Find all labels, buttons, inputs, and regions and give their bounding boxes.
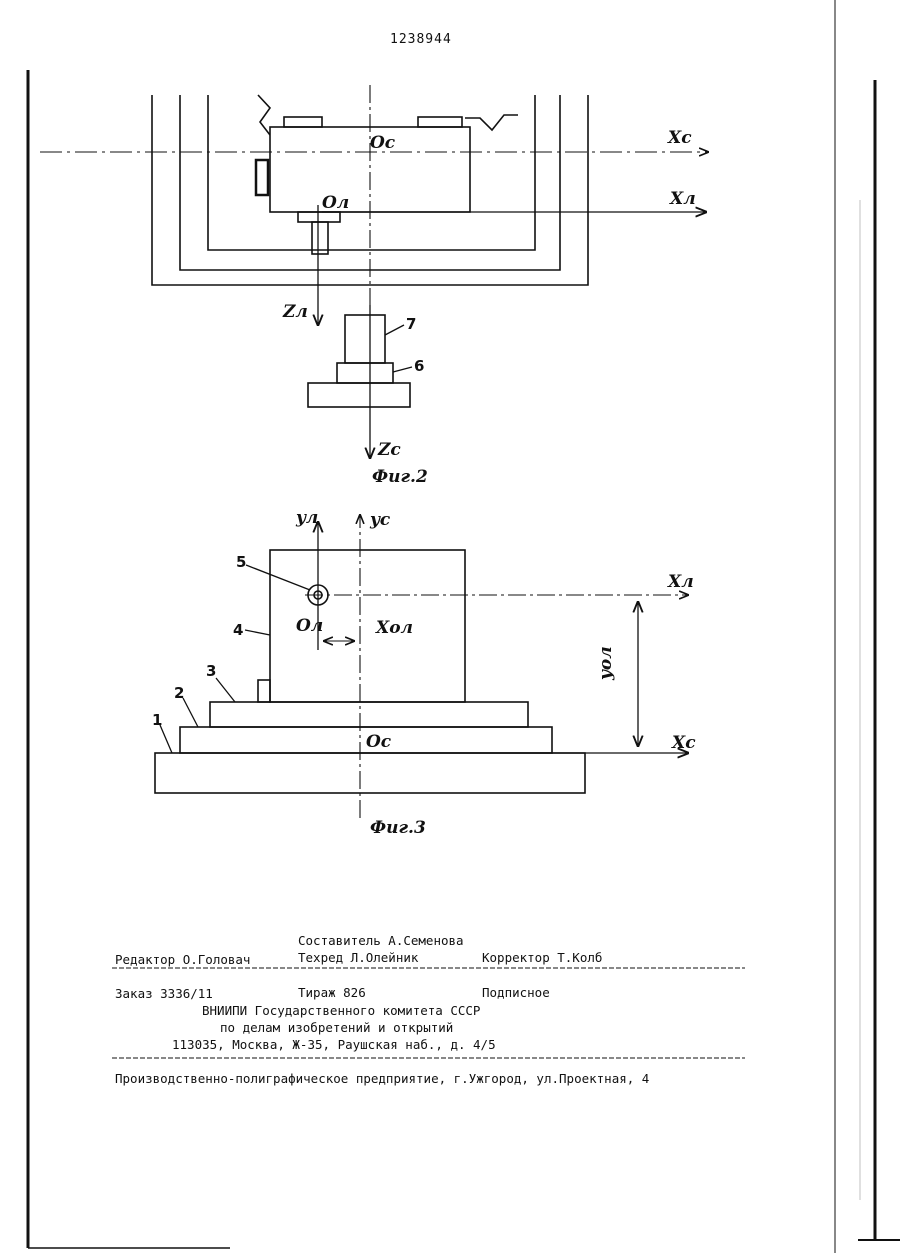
- fig3-callout-2: 2: [174, 684, 184, 702]
- imprint-compiler: Составитель А.Семенова: [298, 933, 464, 948]
- fig3-origin-oc-label: Oc: [366, 732, 391, 752]
- fig3-axis-xl-label: Xл: [668, 572, 694, 592]
- fig3-axis-yc-label: yc: [370, 510, 390, 530]
- fig2-axis-xc-label: Xc: [668, 128, 692, 148]
- fig3-callout-1: 1: [152, 711, 162, 729]
- imprint-circulation: Тираж 826: [298, 985, 366, 1000]
- fig3-origin-ol-label: Oл: [296, 616, 323, 636]
- imprint-org-line2: по делам изобретений и открытий: [220, 1020, 453, 1035]
- fig3-callout-3: 3: [206, 662, 216, 680]
- fig2-axis-zl-label: Zл: [283, 302, 308, 322]
- fig3-axis-yl-label: yл: [296, 508, 318, 528]
- fig3-callout-5: 5: [236, 553, 246, 571]
- page-border: [28, 0, 900, 1253]
- fig3-axis-xc-label: Xc: [672, 733, 696, 753]
- fig2-origin-ol-label: Oл: [322, 193, 349, 213]
- fig2-axis-xl-label: Xл: [670, 189, 696, 209]
- imprint-editor: Редактор О.Головач: [115, 952, 250, 967]
- fig2-callout-6: 6: [414, 357, 424, 375]
- imprint-corrector: Корректор Т.Колб: [482, 950, 602, 965]
- fig2-axis-zc-label: Zc: [378, 440, 401, 460]
- imprint-org-line1: ВНИИПИ Государственного комитета СССР: [202, 1003, 480, 1018]
- imprint-address: 113035, Москва, Ж-35, Раушская наб., д. …: [172, 1037, 496, 1052]
- fig2-caption: Фиг.2: [372, 467, 428, 487]
- fig3-offset-xol-label: Xoл: [376, 618, 413, 638]
- imprint-subscription: Подписное: [482, 985, 550, 1000]
- fig3-offset-yol-label: yoл: [596, 646, 616, 680]
- imprint-techred: Техред Л.Олейник: [298, 950, 418, 965]
- fig3-caption: Фиг.3: [370, 818, 426, 838]
- imprint-order: Заказ 3336/11: [115, 986, 213, 1001]
- imprint-printer: Производственно-полиграфическое предприя…: [115, 1071, 649, 1086]
- fig3-callout-4: 4: [233, 621, 243, 639]
- fig2-callout-7: 7: [406, 315, 416, 333]
- fig2-origin-oc-label: Oc: [370, 133, 395, 153]
